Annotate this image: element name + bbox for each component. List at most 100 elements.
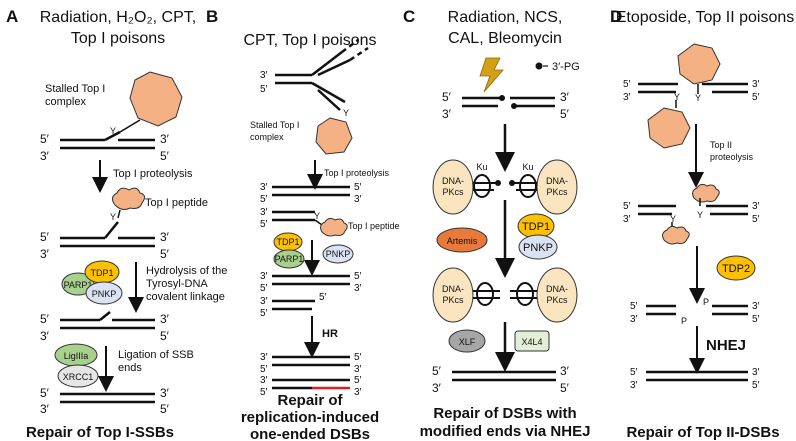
dna-pkcs-label-line2: PKcs (546, 295, 568, 305)
phosphate-mark: P (703, 297, 709, 307)
xrcc1-label: XRCC1 (63, 372, 94, 382)
strand-end-5: 5′ (160, 329, 170, 343)
proteolysis-label: Top I proteolysis (324, 168, 390, 178)
strand-end-5: 5′ (630, 301, 638, 312)
panel-d-letter: D (610, 7, 622, 26)
xlf-label: XLF (459, 337, 476, 347)
ku-ring-left (473, 174, 491, 198)
strand-end-3: 3′ (40, 329, 50, 343)
strand-end-3: 3′ (160, 386, 170, 400)
strand-end-3: 3′ (560, 364, 570, 378)
tyrosine-mark: Y (670, 214, 676, 224)
panel-a-letter: A (6, 7, 18, 26)
top2-peptide-shape (662, 225, 690, 245)
tyrosine-mark: Y (343, 108, 349, 118)
dna-pkcs-left (432, 159, 474, 215)
pnkp-protein (85, 281, 123, 305)
lightning-bolt-icon (479, 57, 504, 93)
strand-end-5: 5′ (319, 292, 327, 303)
ku-label: Ku (522, 162, 533, 172)
strand-end-5: 5′ (354, 352, 362, 363)
strand-end-5: 5′ (442, 90, 452, 104)
parp1-protein (273, 249, 305, 269)
dna-pkcs-label-line2: PKcs (442, 295, 464, 305)
strand-end-3: 3′ (630, 314, 638, 325)
strand-end-5: 5′ (560, 381, 570, 395)
pnkp-protein (518, 234, 558, 260)
strand-end-5: 5′ (354, 271, 362, 282)
strand-end-5: 5′ (40, 312, 50, 326)
strand-end-3: 3′ (442, 107, 452, 121)
lig3a-label: LigIIIa (64, 351, 89, 361)
tyrosine-mark: Y (697, 210, 703, 220)
parp1-label: PARP1 (275, 254, 304, 264)
strand-end-5: 5′ (260, 387, 268, 398)
pnkp-label: PNKP (92, 289, 117, 299)
strand-end-3: 3′ (260, 296, 268, 307)
ligation-label-line2: ends (118, 362, 142, 374)
strand-end-3: 3′ (160, 312, 170, 326)
strand-end-3: 3′ (40, 247, 50, 261)
strand-end-5: 5′ (40, 132, 50, 146)
strand-end-5: 5′ (752, 314, 760, 325)
panel-d: D Etoposide, Top II poisons Y 5′ 3′ 3′ 5… (610, 7, 794, 441)
dna-pkcs-right (536, 159, 578, 215)
proteolysis-label-line2: proteolysis (710, 152, 754, 162)
strand-end-5: 5′ (260, 219, 268, 230)
tdp1-label: TDP1 (522, 221, 550, 233)
hr-label: HR (322, 328, 338, 340)
proteolysis-label-line1: Top II (710, 140, 732, 150)
x4l4-label: X4L4 (521, 337, 542, 347)
strand-end-3: 3′ (432, 381, 442, 395)
strand-end-3: 3′ (752, 79, 760, 90)
dna-pkcs-left (432, 267, 474, 323)
phosphoglycolate-dot (511, 103, 517, 109)
phosphate-mark: P (681, 316, 687, 326)
panel-c-title-line1: Radiation, NCS, (448, 9, 563, 26)
phosphoglycolate-dot (499, 95, 505, 101)
xlf-protein (448, 329, 486, 353)
top1-peptide-label: Top I peptide (145, 197, 208, 209)
stalled-complex-label-line2: complex (45, 96, 86, 108)
strand-end-3: 3′ (40, 149, 50, 163)
strand-end-3: 3′ (630, 380, 638, 391)
strand-end-5: 5′ (260, 364, 268, 375)
tdp1-label: TDP1 (90, 268, 113, 278)
panel-c: C Radiation, NCS, CAL, Bleomycin 3′-PG 5… (403, 7, 590, 440)
strand-end-3: 3′ (354, 283, 362, 294)
panel-c-title-line2: CAL, Bleomycin (448, 30, 562, 47)
pnkp-label: PNKP (523, 242, 553, 254)
strand-end-5: 5′ (354, 375, 362, 386)
top2-protein-shape (647, 107, 691, 149)
panel-b-footer-line3: one-ended DSBs (250, 426, 370, 441)
strand-end-5: 5′ (260, 308, 268, 319)
panel-a-footer: Repair of Top I-SSBs (26, 424, 174, 441)
hydrolysis-label-line2: Tyrosyl-DNA (146, 278, 208, 290)
hydrolysis-label-line3: covalent linkage (146, 291, 225, 303)
strand-end-3: 3′ (623, 214, 631, 225)
strand-end-5: 5′ (40, 386, 50, 400)
top2-protein-shape (677, 43, 721, 85)
tdp2-protein (716, 255, 756, 281)
strand-end-5: 5′ (354, 182, 362, 193)
ku-ring-left (476, 282, 494, 306)
dna-pkcs-label-line1: DNA- (546, 284, 568, 294)
x4l4-protein (514, 330, 550, 352)
strand-end-5: 5′ (40, 230, 50, 244)
strand-end-3: 3′ (260, 375, 268, 386)
tdp1-label: TDP1 (276, 237, 299, 247)
dna-pkcs-label-line1: DNA- (442, 284, 464, 294)
tdp2-label: TDP2 (722, 263, 750, 275)
panel-d-title: Etoposide, Top II poisons (616, 9, 795, 26)
strand-end-5: 5′ (630, 367, 638, 378)
strand-end-3: 3′ (354, 364, 362, 375)
tyrosine-mark: Y (314, 211, 320, 221)
dna-pkcs-label-line1: DNA- (546, 176, 568, 186)
strand-end-5: 5′ (260, 194, 268, 205)
panel-c-footer-line2: modified ends via NHEJ (420, 423, 591, 440)
panel-d-footer: Repair of Top II-DSBs (626, 424, 779, 441)
top1-protein-shape (129, 71, 183, 127)
strand-end-5: 5′ (260, 283, 268, 294)
strand-end-3: 3′ (752, 301, 760, 312)
top1-peptide-label: Top I peptide (348, 221, 400, 231)
